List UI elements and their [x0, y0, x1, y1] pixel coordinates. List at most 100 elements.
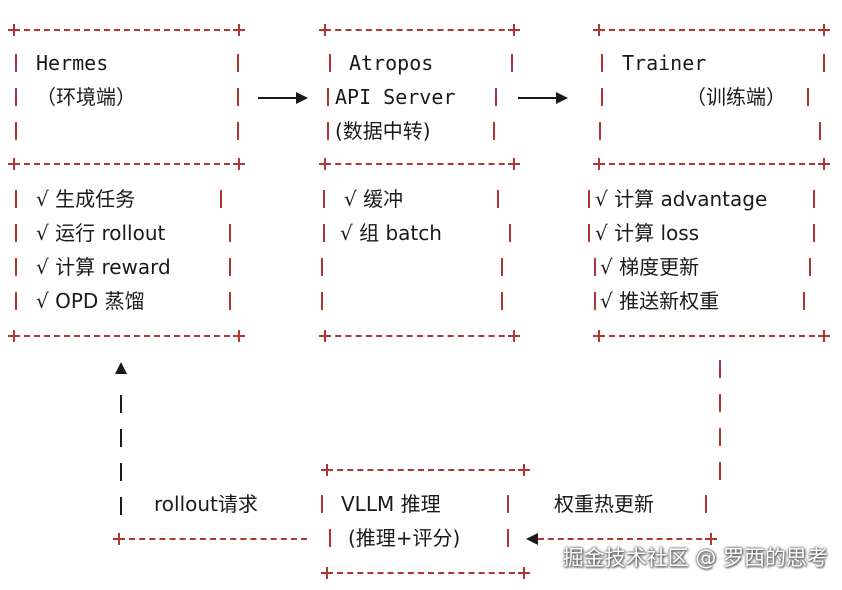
border-segment	[601, 54, 603, 72]
atropos-title: Atropos	[349, 51, 434, 75]
border-segment	[501, 292, 503, 310]
trainer-top-border	[599, 29, 825, 31]
border-segment	[819, 122, 821, 140]
corner-marker	[593, 24, 605, 36]
border-segment	[237, 122, 239, 140]
border-segment	[15, 292, 17, 310]
border-segment	[601, 88, 603, 106]
trainer-mid-border	[599, 163, 825, 165]
border-segment	[807, 88, 809, 106]
border-segment	[229, 224, 231, 242]
arrow-right-icon	[556, 92, 568, 104]
corner-marker	[233, 24, 245, 36]
border-segment	[509, 224, 511, 242]
atropos-top-border	[325, 29, 515, 31]
path-bottom-line	[119, 538, 307, 540]
path-segment	[719, 360, 721, 378]
border-segment	[321, 495, 323, 513]
border-segment	[329, 529, 331, 547]
border-segment	[229, 292, 231, 310]
border-segment	[321, 292, 323, 310]
vllm-bottom-border	[327, 572, 525, 574]
border-segment	[813, 190, 815, 208]
corner-marker	[8, 330, 20, 342]
corner-marker	[321, 567, 333, 579]
vllm-subtitle: (推理+评分)	[348, 526, 461, 550]
border-segment	[599, 122, 601, 140]
corner-marker	[593, 330, 605, 342]
corner-marker	[593, 158, 605, 170]
arrow-line	[518, 97, 558, 99]
border-segment	[237, 88, 239, 106]
border-segment	[594, 258, 596, 276]
hermes-item: √ 计算 reward	[36, 255, 171, 279]
border-segment	[15, 88, 17, 106]
corner-marker	[518, 464, 530, 476]
border-segment	[15, 190, 17, 208]
atropos-bottom-border	[325, 335, 515, 337]
hermes-item: √ 运行 rollout	[36, 221, 166, 245]
trainer-item: √ 梯度更新	[600, 255, 700, 279]
border-segment	[229, 258, 231, 276]
trainer-item: √ 计算 advantage	[595, 187, 768, 211]
path-segment	[719, 428, 721, 446]
atropos-mid-border	[325, 163, 515, 165]
vllm-top-border	[327, 469, 525, 471]
border-segment	[588, 224, 590, 242]
corner-marker	[818, 330, 830, 342]
corner-marker	[818, 158, 830, 170]
border-segment	[813, 224, 815, 242]
weight-update-label: 权重热更新	[554, 492, 654, 516]
watermark: 掘金技术社区 @ 罗西的思考	[562, 546, 828, 570]
corner-marker	[233, 158, 245, 170]
border-segment	[220, 190, 222, 208]
arrow-left-icon	[526, 533, 538, 545]
border-segment	[15, 122, 17, 140]
border-segment	[327, 88, 329, 106]
arrow-right-icon	[296, 92, 308, 104]
corner-marker	[818, 24, 830, 36]
border-segment	[327, 122, 329, 140]
atropos-item: √ 组 batch	[340, 221, 442, 245]
trainer-item: √ 计算 loss	[595, 221, 700, 245]
atropos-subtitle: API Server	[335, 85, 456, 109]
border-segment	[809, 258, 811, 276]
border-segment	[507, 529, 509, 547]
corner-marker	[319, 158, 331, 170]
atropos-subtitle: (数据中转)	[335, 119, 431, 143]
corner-marker	[508, 158, 520, 170]
border-segment	[511, 54, 513, 72]
path-segment	[120, 463, 122, 481]
hermes-subtitle: （环境端）	[36, 85, 136, 109]
trainer-subtitle: （训练端）	[686, 85, 786, 109]
corner-marker	[705, 533, 717, 545]
trainer-bottom-border	[599, 335, 825, 337]
border-segment	[803, 292, 805, 310]
border-segment	[329, 54, 331, 72]
path-segment	[719, 462, 721, 480]
arrow-up-icon	[115, 362, 127, 374]
corner-marker	[319, 24, 331, 36]
border-segment	[495, 88, 497, 106]
hermes-item: √ 生成任务	[36, 187, 136, 211]
border-segment	[493, 122, 495, 140]
border-segment	[15, 54, 17, 72]
path-segment	[705, 495, 707, 513]
border-segment	[588, 190, 590, 208]
arrow-line	[258, 97, 298, 99]
corner-marker	[508, 24, 520, 36]
hermes-mid-border	[14, 163, 240, 165]
corner-marker	[233, 330, 245, 342]
path-segment	[120, 429, 122, 447]
hermes-bottom-border	[14, 335, 240, 337]
hermes-title: Hermes	[36, 51, 109, 75]
path-segment	[120, 497, 122, 515]
path-bottom-line	[538, 538, 712, 540]
border-segment	[15, 224, 17, 242]
corner-marker	[8, 24, 20, 36]
hermes-item: √ OPD 蒸馏	[36, 289, 145, 313]
hermes-top-border	[14, 29, 240, 31]
vllm-title: VLLM 推理	[341, 492, 441, 516]
corner-marker	[518, 567, 530, 579]
trainer-item: √ 推送新权重	[600, 289, 720, 313]
